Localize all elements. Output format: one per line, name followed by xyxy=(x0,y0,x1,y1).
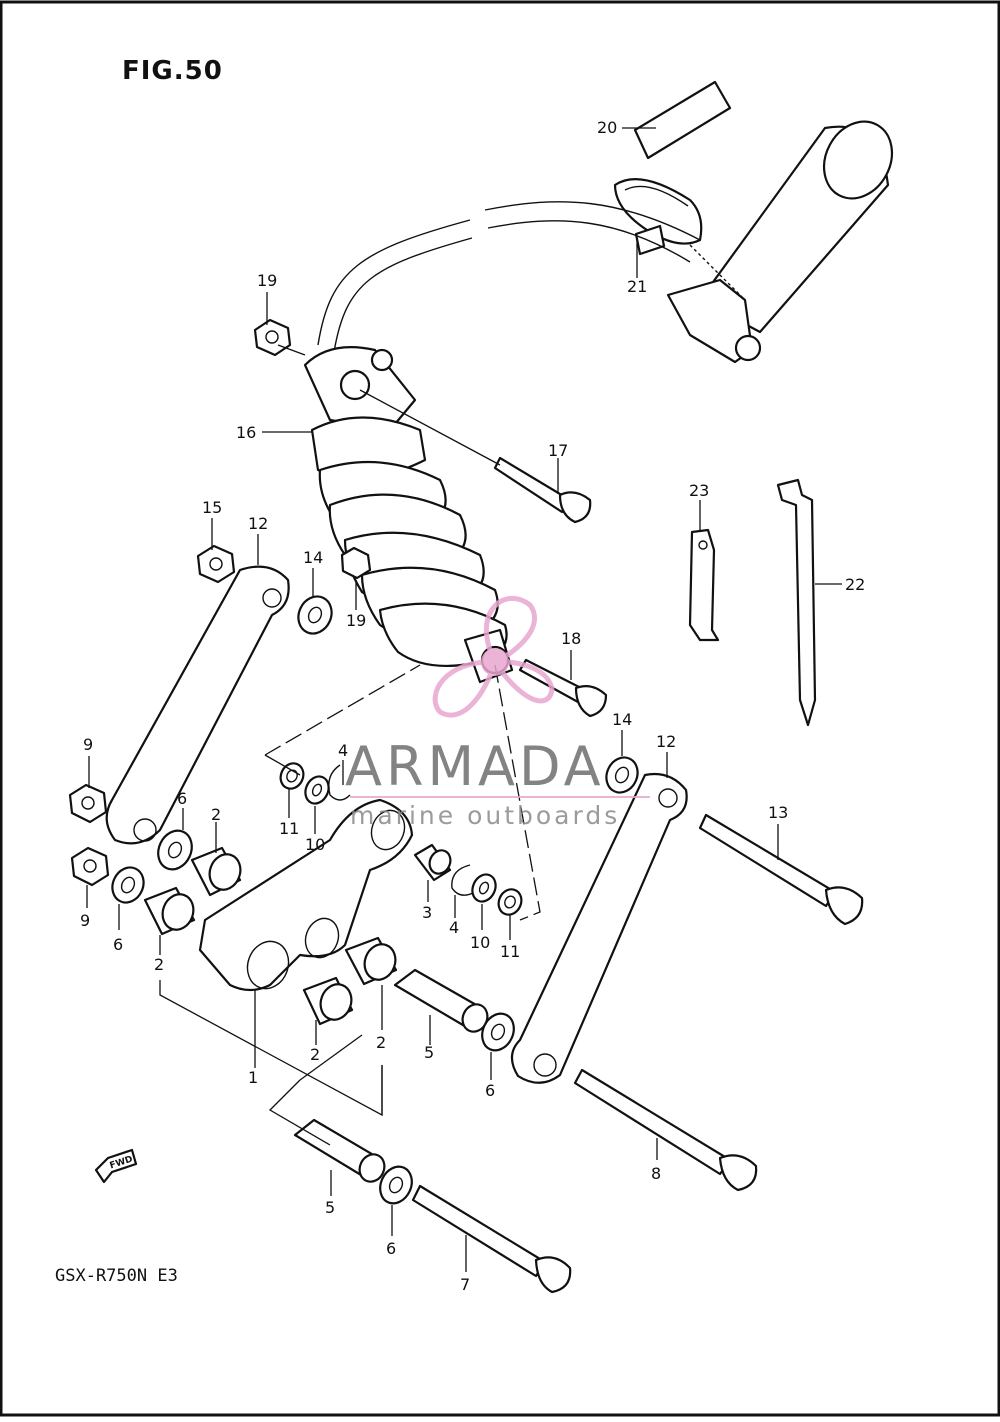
bearing-2-d xyxy=(302,976,354,1026)
collar-3 xyxy=(413,843,452,882)
callout-9-upper: 9 xyxy=(83,735,93,754)
reservoir-strip xyxy=(633,80,732,160)
washer-14-left xyxy=(297,595,333,635)
reservoir-hose xyxy=(317,201,746,353)
nut-9-lower xyxy=(70,846,110,887)
washer-6-d xyxy=(379,1165,413,1205)
washer-14-right xyxy=(605,756,639,794)
figure-title: FIG.50 xyxy=(122,56,223,86)
callout-14-left: 14 xyxy=(303,548,323,567)
callout-10-left: 10 xyxy=(305,835,325,854)
washer-6-b xyxy=(111,866,145,904)
washer-6-a xyxy=(157,829,193,871)
rear-shock-absorber xyxy=(303,346,514,684)
callout-2-d: 2 xyxy=(310,1045,320,1064)
callout-7: 7 xyxy=(460,1275,470,1294)
cable-tie-22 xyxy=(776,478,817,727)
callout-1: 1 xyxy=(248,1068,258,1087)
callout-22: 22 xyxy=(845,575,865,594)
leader-lines xyxy=(86,127,842,1272)
circlip-4-left xyxy=(328,764,351,801)
spacer-5-upper xyxy=(393,968,489,1033)
callout-3: 3 xyxy=(422,903,432,922)
callout-12-right: 12 xyxy=(656,732,676,751)
nut-19-lower xyxy=(340,546,372,580)
callout-23: 23 xyxy=(689,481,709,500)
callout-17: 17 xyxy=(548,441,568,460)
spacer-5-lower xyxy=(293,1118,386,1183)
callout-2-b: 2 xyxy=(154,955,164,974)
bearing-2-c xyxy=(344,936,398,986)
propeller-logo-icon xyxy=(432,595,555,718)
cushion-rod-right xyxy=(510,772,688,1084)
callout-21: 21 xyxy=(627,277,647,296)
watermark-brand: ARMADA xyxy=(345,735,605,798)
reservoir-clamp xyxy=(613,178,703,256)
callout-11-right: 11 xyxy=(500,942,520,961)
watermark: ARMADA marine outboards xyxy=(345,595,650,830)
bolt-7 xyxy=(411,1184,572,1294)
callout-2-c: 2 xyxy=(376,1033,386,1052)
callout-12-left: 12 xyxy=(248,514,268,533)
nut-15 xyxy=(196,544,236,584)
washer-10-left xyxy=(304,775,330,805)
callout-20: 20 xyxy=(597,118,617,137)
seal-11-right xyxy=(497,888,523,916)
callout-4-right: 4 xyxy=(449,918,459,937)
callout-6-a: 6 xyxy=(177,789,187,808)
callout-5-upper: 5 xyxy=(424,1043,434,1062)
callout-18: 18 xyxy=(561,629,581,648)
callout-9-lower: 9 xyxy=(80,911,90,930)
seal-11-left xyxy=(279,762,305,790)
bearing-2-a xyxy=(190,846,242,897)
callout-labels: 20 21 19 16 17 23 22 15 12 14 19 18 14 1… xyxy=(80,118,865,1294)
washer-10-right xyxy=(471,873,497,903)
callout-15: 15 xyxy=(202,498,222,517)
nut-9-upper xyxy=(68,783,108,824)
reservoir-canister xyxy=(666,120,894,364)
model-code: GSX-R750N E3 xyxy=(55,1266,178,1286)
callout-19-lower: 19 xyxy=(346,611,366,630)
bolt-13 xyxy=(698,813,864,926)
callout-2-a: 2 xyxy=(211,805,221,824)
callout-6-b: 6 xyxy=(113,935,123,954)
callout-6-d: 6 xyxy=(386,1239,396,1258)
callout-19-top: 19 xyxy=(257,271,277,290)
bearing-2-b xyxy=(143,886,196,936)
callout-13: 13 xyxy=(768,803,788,822)
bolt-17 xyxy=(493,456,592,524)
washer-6-c xyxy=(481,1012,515,1052)
watermark-tagline: marine outboards xyxy=(350,801,620,830)
circlip-4-right xyxy=(451,864,476,896)
bolt-8 xyxy=(573,1068,758,1192)
callout-16: 16 xyxy=(236,423,256,442)
callout-4-left: 4 xyxy=(338,741,348,760)
callout-5-lower: 5 xyxy=(325,1198,335,1217)
nut-19-top xyxy=(253,318,292,357)
clamp-23 xyxy=(688,528,720,642)
callout-8: 8 xyxy=(651,1164,661,1183)
callout-6-c: 6 xyxy=(485,1081,495,1100)
cushion-rod-left xyxy=(105,565,290,845)
forward-arrow-icon: FWD xyxy=(94,1148,138,1184)
callout-14-right: 14 xyxy=(612,710,632,729)
cushion-lever xyxy=(198,798,414,992)
callout-11-left: 11 xyxy=(279,819,299,838)
callout-10-right: 10 xyxy=(470,933,490,952)
